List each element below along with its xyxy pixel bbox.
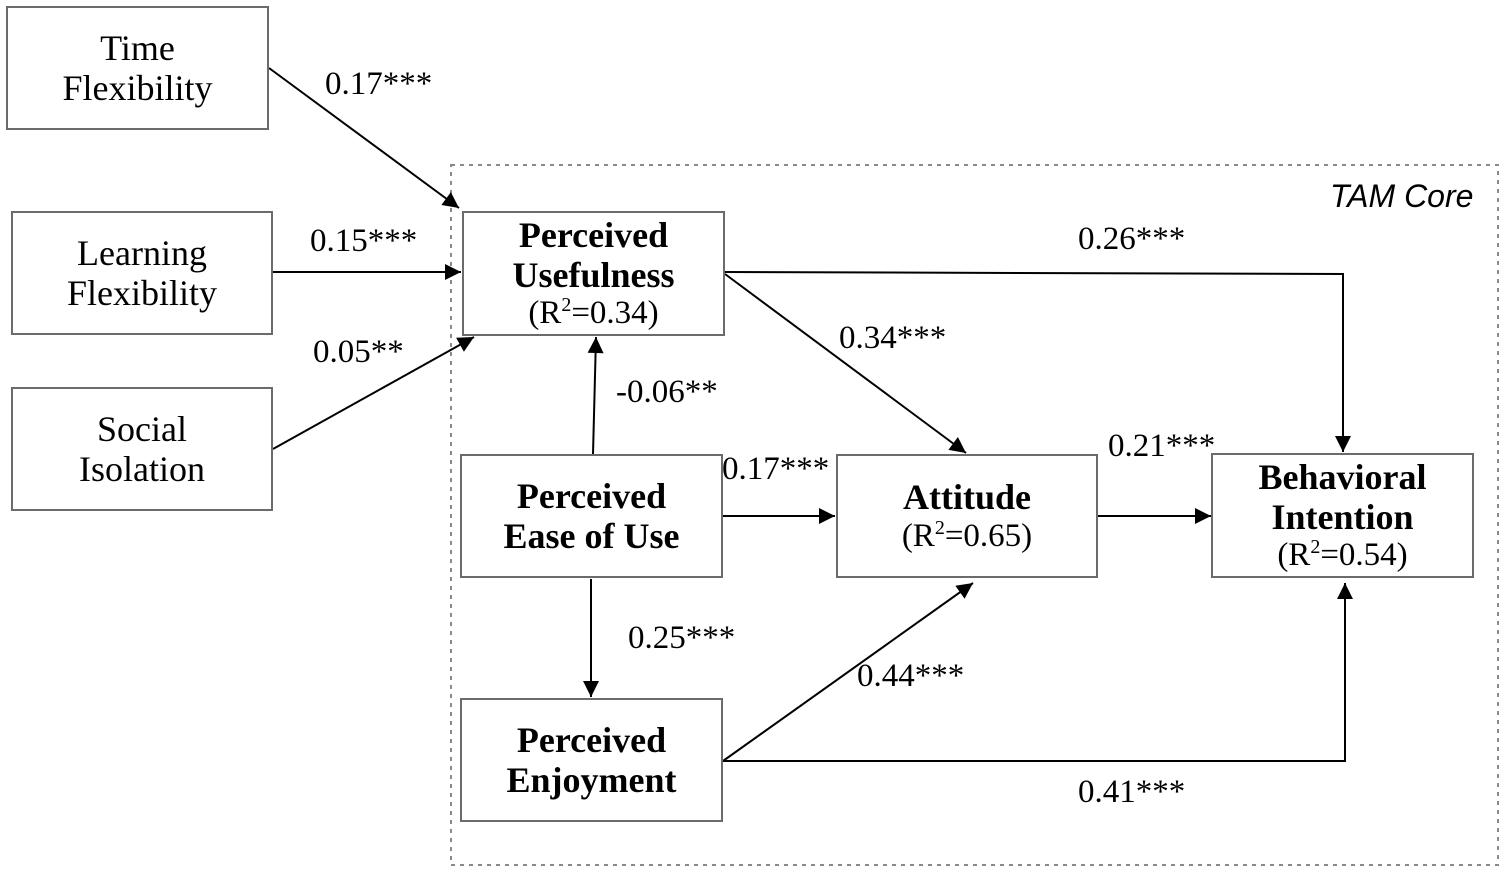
node-perceived-usefulness: Perceived Usefulness (R2=0.34) bbox=[462, 211, 725, 336]
node-label: Behavioral bbox=[1258, 456, 1427, 497]
edge-ease-of-use-to-usefulness bbox=[587, 336, 604, 455]
coef-ease-usefulness: -0.06** bbox=[616, 374, 718, 410]
tam-core-region bbox=[450, 164, 1499, 866]
node-label: Ease of Use bbox=[503, 516, 680, 556]
node-perceived-ease-of-use: Perceived Ease of Use bbox=[460, 454, 723, 578]
node-label: Flexibility bbox=[62, 68, 213, 108]
node-label: Enjoyment bbox=[506, 760, 677, 800]
coef-ease-attitude: 0.17*** bbox=[722, 451, 830, 487]
node-attitude: Attitude (R2=0.65) bbox=[836, 454, 1098, 578]
edge-enjoyment-to-intention bbox=[723, 583, 1353, 762]
edge-enjoyment-to-attitude bbox=[722, 582, 974, 762]
coef-social-isolation: 0.05** bbox=[313, 334, 404, 370]
node-perceived-enjoyment: Perceived Enjoyment bbox=[460, 698, 723, 822]
node-label: Perceived bbox=[516, 475, 667, 516]
node-label: Time bbox=[100, 27, 175, 68]
node-label: Perceived bbox=[516, 719, 667, 760]
coef-enjoyment-intention: 0.41*** bbox=[1078, 774, 1186, 810]
node-time-flexibility: Time Flexibility bbox=[6, 6, 269, 130]
coef-time-flexibility: 0.17*** bbox=[325, 66, 433, 102]
tam-core-label: TAM Core bbox=[1330, 178, 1474, 214]
edge-time-flexibility-to-usefulness bbox=[268, 67, 460, 209]
node-learning-flexibility: Learning Flexibility bbox=[11, 211, 273, 335]
node-label: Usefulness bbox=[512, 255, 675, 296]
node-label: Social bbox=[97, 408, 187, 449]
node-label: Attitude bbox=[903, 477, 1031, 518]
coef-usefulness-intention: 0.26*** bbox=[1078, 221, 1186, 257]
node-behavioral-intention: Behavioral Intention (R2=0.54) bbox=[1211, 453, 1474, 578]
coef-enjoyment-attitude: 0.44*** bbox=[857, 658, 965, 694]
r-squared: (R2=0.65) bbox=[901, 516, 1033, 554]
coef-attitude-intention: 0.21*** bbox=[1108, 428, 1216, 464]
node-label: Learning bbox=[77, 232, 207, 273]
coef-learning-flexibility: 0.15*** bbox=[310, 223, 418, 259]
edge-usefulness-to-attitude bbox=[724, 273, 967, 454]
node-social-isolation: Social Isolation bbox=[11, 387, 273, 511]
node-label: Flexibility bbox=[66, 273, 217, 313]
coef-usefulness-attitude: 0.34*** bbox=[839, 320, 947, 356]
node-label: Perceived bbox=[518, 214, 669, 255]
r-squared: (R2=0.54) bbox=[1277, 536, 1408, 574]
node-label: Intention bbox=[1271, 497, 1414, 538]
edge-usefulness-to-intention bbox=[724, 271, 1351, 452]
coef-ease-enjoyment: 0.25*** bbox=[628, 620, 736, 656]
edge-social-isolation-to-usefulness bbox=[272, 336, 475, 450]
node-label: Isolation bbox=[79, 449, 205, 489]
r-squared: (R2=0.34) bbox=[528, 294, 659, 332]
